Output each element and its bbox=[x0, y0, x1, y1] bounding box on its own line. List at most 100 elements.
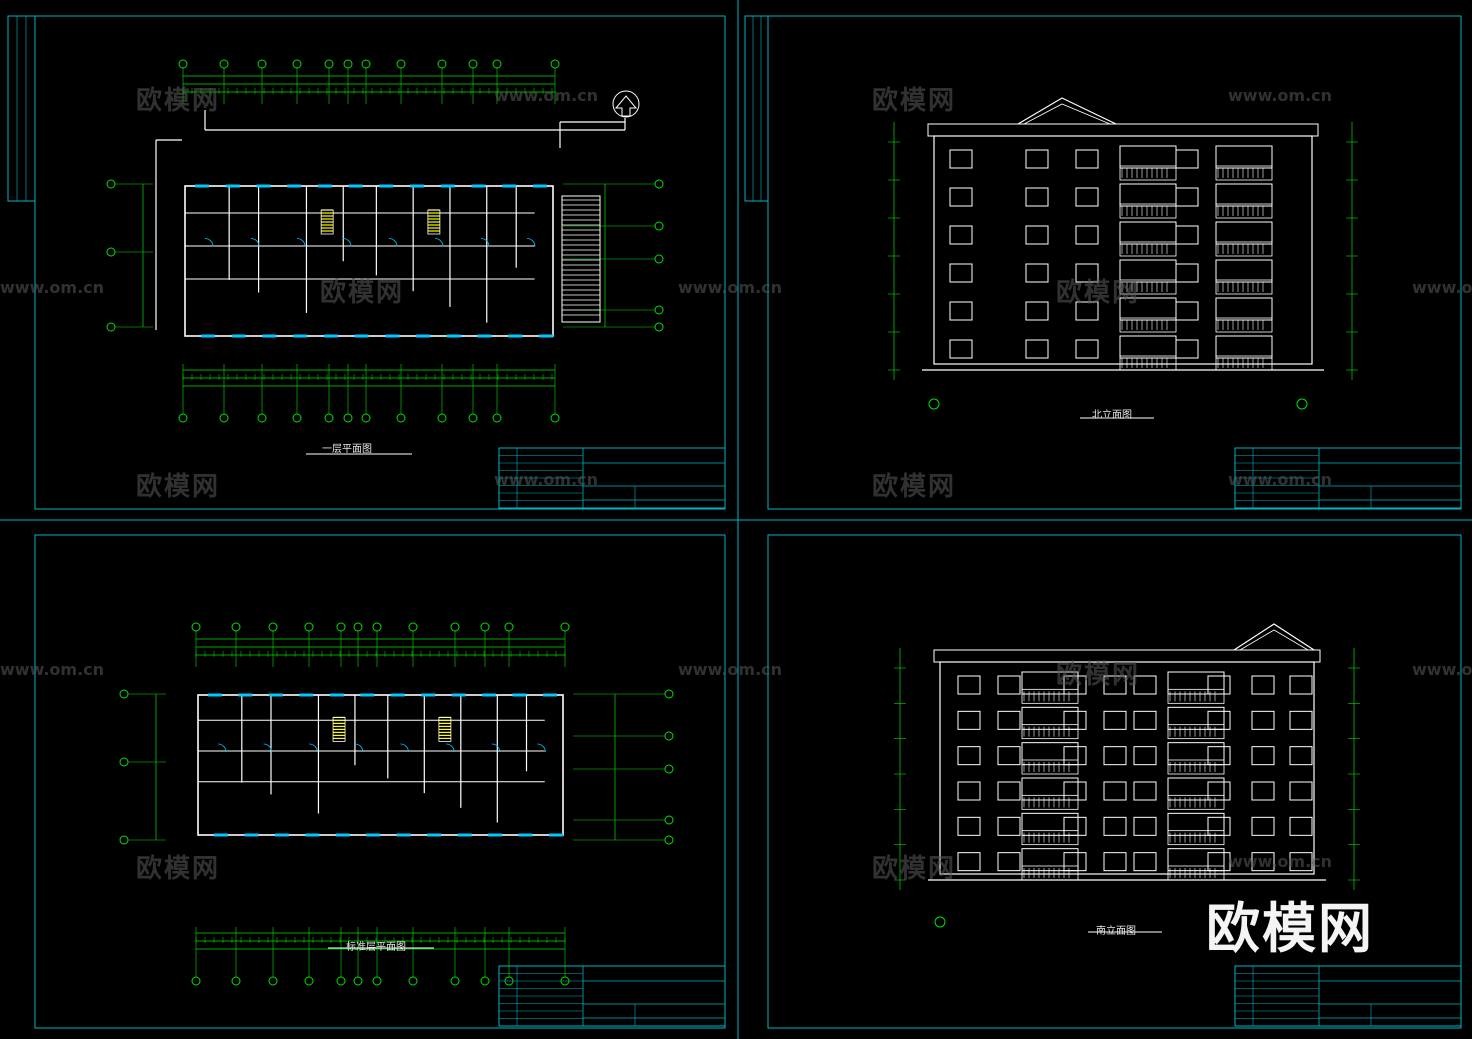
balcony bbox=[1167, 830, 1225, 846]
balcony-window bbox=[1021, 812, 1079, 836]
axis-bubble bbox=[560, 622, 570, 632]
balcony-window bbox=[1119, 221, 1177, 245]
window bbox=[957, 675, 981, 695]
axis-bubble bbox=[257, 413, 267, 423]
sheet-title-1: 一层平面图 bbox=[322, 444, 372, 455]
window bbox=[1251, 852, 1275, 872]
north-arrow-circle bbox=[612, 90, 640, 118]
balcony-window bbox=[1167, 671, 1225, 695]
balcony-window bbox=[1119, 297, 1177, 321]
balcony bbox=[1119, 203, 1177, 219]
window bbox=[1103, 852, 1127, 872]
window bbox=[1103, 746, 1127, 766]
balcony-window bbox=[1215, 297, 1273, 321]
axis-bubble bbox=[437, 59, 447, 69]
watermark-url: www.om.cn bbox=[1228, 852, 1333, 871]
axis-bubble bbox=[468, 413, 478, 423]
axis-bubble bbox=[654, 179, 664, 189]
door-swing bbox=[434, 238, 444, 247]
watermark-url: www.om.cn bbox=[1412, 278, 1472, 297]
axis-bubble bbox=[343, 59, 353, 69]
window bbox=[1175, 187, 1199, 207]
balcony-window bbox=[1167, 812, 1225, 836]
window bbox=[1103, 816, 1127, 836]
axis-bubble bbox=[664, 689, 674, 699]
balcony-window bbox=[1215, 259, 1273, 283]
axis-bubble bbox=[450, 622, 460, 632]
north-arrow-icon bbox=[614, 95, 638, 117]
north-elevation-outline bbox=[933, 135, 1313, 365]
window bbox=[1133, 675, 1157, 695]
balcony-window bbox=[1021, 777, 1079, 801]
balcony-window bbox=[1215, 145, 1273, 169]
axis-bubble bbox=[654, 305, 664, 315]
watermark-brand: 欧模网 bbox=[320, 278, 405, 308]
axis-bubble bbox=[372, 976, 382, 986]
window bbox=[957, 746, 981, 766]
window bbox=[1075, 187, 1099, 207]
sheet-4-frame bbox=[767, 534, 1462, 1029]
window bbox=[949, 149, 973, 169]
door-swing bbox=[342, 238, 352, 247]
axis-bubble bbox=[492, 413, 502, 423]
window bbox=[1175, 263, 1199, 283]
balcony-window bbox=[1119, 335, 1177, 359]
axis-bubble bbox=[550, 59, 560, 69]
window bbox=[1025, 187, 1049, 207]
door-swing bbox=[526, 238, 536, 247]
door-swing bbox=[204, 238, 214, 247]
axis-bubble bbox=[408, 622, 418, 632]
watermark-url: www.om.cn bbox=[678, 660, 783, 679]
axis-bubble bbox=[450, 976, 460, 986]
window bbox=[997, 816, 1021, 836]
window bbox=[1251, 781, 1275, 801]
balcony bbox=[1167, 865, 1225, 881]
sheet-1-side-tab bbox=[7, 15, 36, 202]
axis-bubble bbox=[191, 976, 201, 986]
balcony bbox=[1215, 317, 1273, 333]
window bbox=[1075, 149, 1099, 169]
balcony-window bbox=[1215, 183, 1273, 207]
window bbox=[1251, 710, 1275, 730]
window bbox=[1075, 263, 1099, 283]
door-swing bbox=[309, 743, 318, 753]
axis-bubble bbox=[396, 413, 406, 423]
watermark-brand: 欧模网 bbox=[136, 854, 221, 884]
watermark-brand: 欧模网 bbox=[136, 86, 221, 116]
balcony-window bbox=[1167, 848, 1225, 872]
gable-roof bbox=[1023, 103, 1111, 125]
axis-bubble bbox=[934, 916, 946, 928]
window bbox=[957, 816, 981, 836]
sheet-2-side-tab bbox=[744, 15, 769, 202]
balcony-window bbox=[1167, 777, 1225, 801]
balcony-window bbox=[1021, 706, 1079, 730]
axis-bubble bbox=[504, 622, 514, 632]
watermark-url: www.om.cn bbox=[0, 278, 105, 297]
window bbox=[1251, 675, 1275, 695]
axis-bubble bbox=[372, 622, 382, 632]
axis-bubble bbox=[178, 59, 188, 69]
balcony-window bbox=[1215, 335, 1273, 359]
balcony-window bbox=[1119, 183, 1177, 207]
window bbox=[1133, 781, 1157, 801]
balcony bbox=[1021, 724, 1079, 740]
window bbox=[1175, 225, 1199, 245]
balcony-window bbox=[1167, 706, 1225, 730]
axis-bubble bbox=[664, 835, 674, 845]
window bbox=[1251, 816, 1275, 836]
window bbox=[1207, 816, 1231, 836]
balcony bbox=[1119, 317, 1177, 333]
balcony bbox=[1167, 724, 1225, 740]
axis-bubble bbox=[106, 322, 116, 332]
balcony bbox=[1119, 279, 1177, 295]
window bbox=[1063, 852, 1087, 872]
axis-bubble bbox=[231, 622, 241, 632]
balcony bbox=[1167, 794, 1225, 810]
axis-bubble bbox=[257, 59, 267, 69]
axis-bubble bbox=[106, 247, 116, 257]
gable-roof bbox=[1239, 629, 1309, 651]
axis-bubble bbox=[437, 413, 447, 423]
watermark-brand: 欧模网 bbox=[872, 86, 957, 116]
sheet-1-frame bbox=[34, 15, 726, 510]
axis-bubble bbox=[408, 976, 418, 986]
